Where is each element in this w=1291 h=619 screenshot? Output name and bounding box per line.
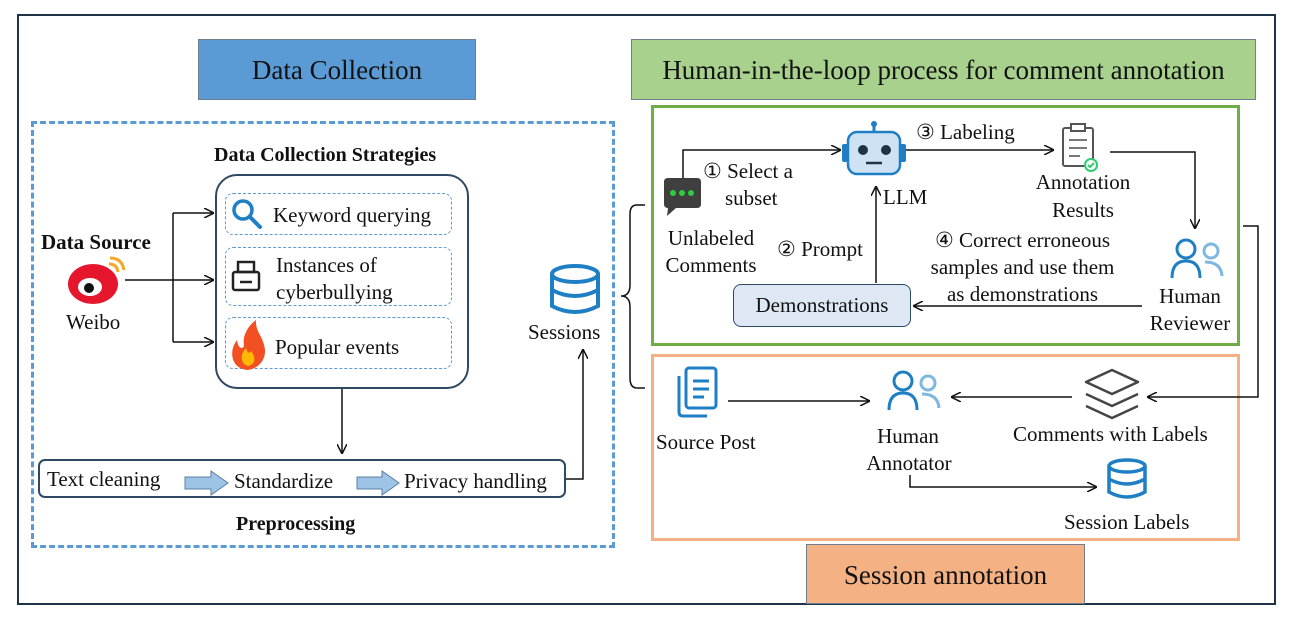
select-subset-label-2: subset [725,186,778,210]
comment-bubble-icon [664,178,701,216]
source-post-label: Source Post [656,430,756,454]
step-arrow-2 [356,470,400,496]
step-arrow-1 [184,470,229,496]
human-annotator-label-1: Human [877,424,939,448]
select-subset-label-1: ① Select a [703,159,793,183]
weibo-logo-icon [68,256,126,304]
human-annotator-label-2: Annotator [866,451,952,475]
printer-icon [231,260,261,292]
outer-frame [17,14,1276,605]
strategy-events-label: Popular events [275,335,400,359]
labeling-label: ③ Labeling [916,120,1015,144]
annotator-to-labels-arrow [909,475,1096,487]
session-annotation-panel [651,354,1240,541]
strategies-box [215,174,469,389]
strategy-keyword-label: Keyword querying [273,203,432,227]
strategy-cyberbullying-label-1: Instances of [276,253,377,277]
human-reviewer-label-2: Reviewer [1149,311,1231,335]
strategy-keyword-box [225,193,452,235]
human-reviewer-label-1: Human [1159,284,1221,308]
weibo-label: Weibo [66,310,121,334]
comments-with-labels-label: Comments with Labels [1013,422,1208,446]
source-post-icon [677,366,718,418]
sessions-database-icon [550,264,600,314]
strategy-events-box [225,317,452,369]
demonstrations-box: Demonstrations [733,284,911,327]
fire-icon [232,320,266,370]
robot-icon [842,121,906,176]
unlabeled-comments-label-1: Unlabeled [667,226,755,250]
hitl-title: Human-in-the-loop process for comment an… [631,39,1256,100]
reviewer-to-comments-arrow [1148,225,1259,397]
correct-label-2: samples and use them [930,255,1115,279]
prompt-label: ② Prompt [777,237,863,261]
sessions-label: Sessions [528,320,601,344]
results-to-reviewer-arrow [1110,151,1195,228]
correct-label-1: ④ Correct erroneous [934,228,1111,252]
session-labels-label: Session Labels [1064,510,1190,534]
strategies-heading: Data Collection Strategies [214,144,437,166]
step-standardize: Standardize [234,469,334,493]
human-annotator-icon [887,370,941,411]
comments-to-llm-arrow [682,150,840,178]
hitl-panel [651,105,1240,346]
human-reviewer-icon [1170,238,1224,279]
session-labels-database-icon [1107,458,1147,499]
unlabeled-comments-label-2: Comments [665,253,757,277]
session-annotation-title: Session annotation [806,544,1085,604]
preprocessing-to-sessions-arrow [566,350,583,480]
data-source-label: Data Source [41,230,151,254]
step-privacy-handling: Privacy handling [404,469,547,493]
llm-label: LLM [883,185,928,209]
correct-label-3: as demonstrations [946,282,1099,306]
annotation-results-label-2: Results [1052,198,1114,222]
annotation-results-icon [1062,123,1098,172]
layers-icon [1084,368,1140,420]
source-to-strategies-arrows [125,213,213,342]
magnifier-icon [232,199,262,229]
data-collection-panel [31,121,615,548]
strategy-cyberbullying-label-2: cyberbullying [276,280,393,304]
preprocessing-box [38,459,566,498]
preprocessing-label: Preprocessing [236,513,356,535]
data-collection-title: Data Collection [198,39,476,100]
strategy-cyberbullying-box [225,247,452,306]
step-text-cleaning: Text cleaning [47,467,161,491]
sessions-brace [620,204,645,389]
annotation-results-label-1: Annotation [1035,170,1131,194]
